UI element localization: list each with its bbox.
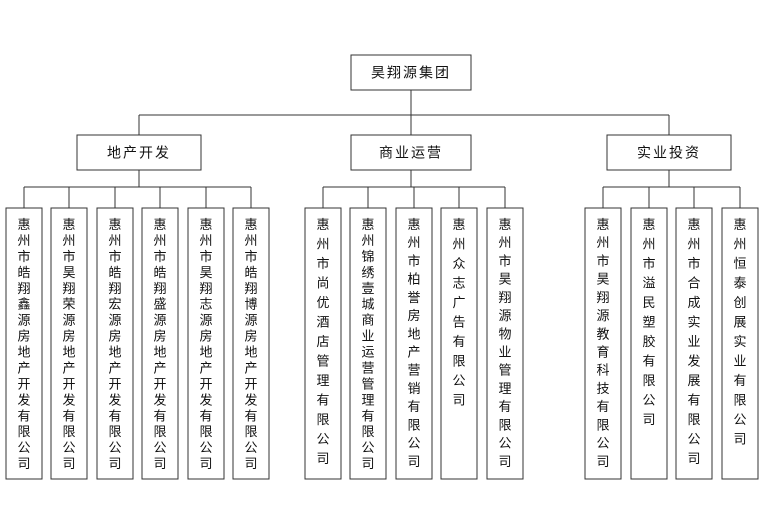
company-box xyxy=(395,207,433,480)
company-label: 惠州众志广告有限公司 xyxy=(452,218,465,409)
company-node: 惠州锦绣壹城商业运营管理有限公司 xyxy=(349,207,387,480)
company-label: 惠州市皓翔博源房地产开发有限公司 xyxy=(244,218,257,472)
company-label: 惠州市溢民塑胶有限公司 xyxy=(642,218,655,428)
company-node: 惠州市皓翔鑫源房地产开发有限公司 xyxy=(5,207,43,480)
company-node: 惠州恒泰创展实业有限公司 xyxy=(721,207,759,480)
company-node: 惠州市皓翔宏源房地产开发有限公司 xyxy=(96,207,134,480)
division-label: 实业投资 xyxy=(637,146,701,162)
company-label: 惠州市昊翔荣源房地产开发有限公司 xyxy=(62,218,75,472)
company-box xyxy=(5,207,43,480)
division-label: 地产开发 xyxy=(107,146,171,162)
company-box xyxy=(96,207,134,480)
company-node: 惠州市合成实业发展有限公司 xyxy=(675,207,713,480)
company-box xyxy=(141,207,179,480)
company-node: 惠州市皓翔盛源房地产开发有限公司 xyxy=(141,207,179,480)
company-label: 惠州市皓翔宏源房地产开发有限公司 xyxy=(108,218,121,472)
company-node: 惠州市昊翔源教育科技有限公司 xyxy=(584,207,622,480)
root-label: 昊翔源集团 xyxy=(371,65,451,82)
company-node: 惠州众志广告有限公司 xyxy=(440,207,478,480)
division-box xyxy=(606,134,732,171)
company-node: 惠州市昊翔荣源房地产开发有限公司 xyxy=(50,207,88,480)
company-box xyxy=(232,207,270,480)
company-box xyxy=(440,207,478,480)
company-node: 惠州市皓翔博源房地产开发有限公司 xyxy=(232,207,270,480)
company-node: 惠州市尚优酒店管理有限公司 xyxy=(304,207,342,480)
connector-lines xyxy=(23,90,741,208)
company-label: 惠州市尚优酒店管理有限公司 xyxy=(316,218,329,467)
division-label: 商业运营 xyxy=(379,146,443,162)
company-box xyxy=(675,207,713,480)
company-node: 惠州市柏誉房地产营销有限公司 xyxy=(395,207,433,480)
company-box xyxy=(50,207,88,480)
company-label: 惠州市皓翔鑫源房地产开发有限公司 xyxy=(17,218,30,472)
company-box xyxy=(584,207,622,480)
division-box xyxy=(350,134,472,171)
company-label: 惠州市昊翔源物业管理有限公司 xyxy=(498,218,511,470)
root-box xyxy=(350,54,472,91)
division-box xyxy=(76,134,202,171)
company-label: 惠州市昊翔志源房地产开发有限公司 xyxy=(199,218,212,472)
division-node: 商业运营 xyxy=(350,134,472,171)
company-box xyxy=(304,207,342,480)
company-box xyxy=(630,207,668,480)
company-box xyxy=(486,207,524,480)
company-label: 惠州锦绣壹城商业运营管理有限公司 xyxy=(361,218,374,472)
company-node: 惠州市溢民塑胶有限公司 xyxy=(630,207,668,480)
division-node: 实业投资 xyxy=(606,134,732,171)
company-node: 惠州市昊翔志源房地产开发有限公司 xyxy=(187,207,225,480)
division-node: 地产开发 xyxy=(76,134,202,171)
company-label: 惠州市昊翔源教育科技有限公司 xyxy=(596,218,609,470)
company-label: 惠州市柏誉房地产营销有限公司 xyxy=(407,218,420,470)
company-box xyxy=(349,207,387,480)
company-label: 惠州市皓翔盛源房地产开发有限公司 xyxy=(153,218,166,472)
company-box xyxy=(721,207,759,480)
company-label: 惠州市合成实业发展有限公司 xyxy=(687,218,700,467)
company-label: 惠州恒泰创展实业有限公司 xyxy=(733,218,746,448)
company-box xyxy=(187,207,225,480)
company-node: 惠州市昊翔源物业管理有限公司 xyxy=(486,207,524,480)
root-node: 昊翔源集团 xyxy=(350,54,472,91)
